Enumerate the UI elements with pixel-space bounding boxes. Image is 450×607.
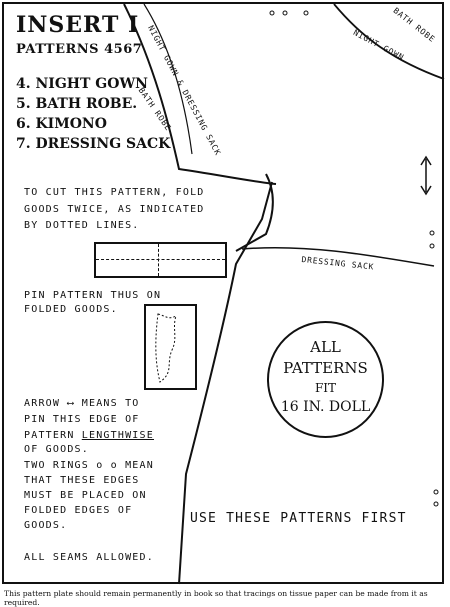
fold-line-vertical (158, 244, 159, 276)
item-night-gown: 4. NIGHT GOWN (16, 76, 148, 92)
fold-line-horizontal (96, 259, 225, 260)
pin-instruction-1: PIN PATTERN THUS ON (24, 290, 162, 301)
item-kimono: 6. KIMONO (16, 116, 107, 132)
pin-diagram (144, 304, 197, 390)
cut-instruction-3: BY DOTTED LINES. (24, 220, 140, 231)
item-bath-robe: 5. BATH ROBE. (16, 96, 138, 112)
seams-note: ALL SEAMS ALLOWED. (24, 552, 154, 563)
patterns-subtitle: PATTERNS 4567 (16, 42, 143, 57)
lengthwise-emphasis: LENGTHWISE (81, 430, 154, 441)
doll-size-circle: ALL PATTERNS FIT 16 IN. DOLL (267, 321, 384, 438)
pattern-outline (123, 4, 445, 585)
use-first-note: USE THESE PATTERNS FIRST (190, 511, 407, 526)
arrow-instruction-1: ARROW ⟷ MEANS TO (24, 398, 140, 409)
arrow-instruction-3a: PATTERN (24, 430, 82, 441)
rings-instruction-1: TWO RINGS o o MEAN (24, 460, 154, 471)
circle-line-2: PATTERNS (283, 359, 368, 377)
item-dressing-sack: 7. DRESSING SACK (16, 136, 171, 152)
rings-instruction-3: MUST BE PLACED ON (24, 490, 147, 501)
fold-diagram (94, 242, 227, 278)
cut-instruction-2: GOODS TWICE, AS INDICATED (24, 204, 205, 215)
circle-line-4: 16 IN. DOLL (280, 399, 371, 415)
rings-instruction-2: THAT THESE EDGES (24, 475, 140, 486)
footer-note: This pattern plate should remain permane… (4, 589, 428, 607)
rings-instruction-5: GOODS. (24, 520, 68, 531)
pinned-pattern-sketch (155, 313, 177, 383)
arrow-instruction-2: PIN THIS EDGE OF (24, 414, 140, 425)
rings-instruction-4: FOLDED EDGES OF (24, 505, 133, 516)
pin-instruction-2: FOLDED GOODS. (24, 304, 118, 315)
insert-title: INSERT I (16, 12, 140, 38)
circle-line-3: FIT (314, 381, 337, 395)
arrow-instruction-4: OF GOODS. (24, 444, 89, 455)
pattern-sheet: INSERT I PATTERNS 4567 4. NIGHT GOWN 5. … (2, 2, 445, 585)
cut-instruction-1: TO CUT THIS PATTERN, FOLD (24, 187, 205, 198)
circle-line-1: ALL (310, 338, 341, 356)
arrow-instruction-3: PATTERN LENGTHWISE (24, 430, 154, 441)
